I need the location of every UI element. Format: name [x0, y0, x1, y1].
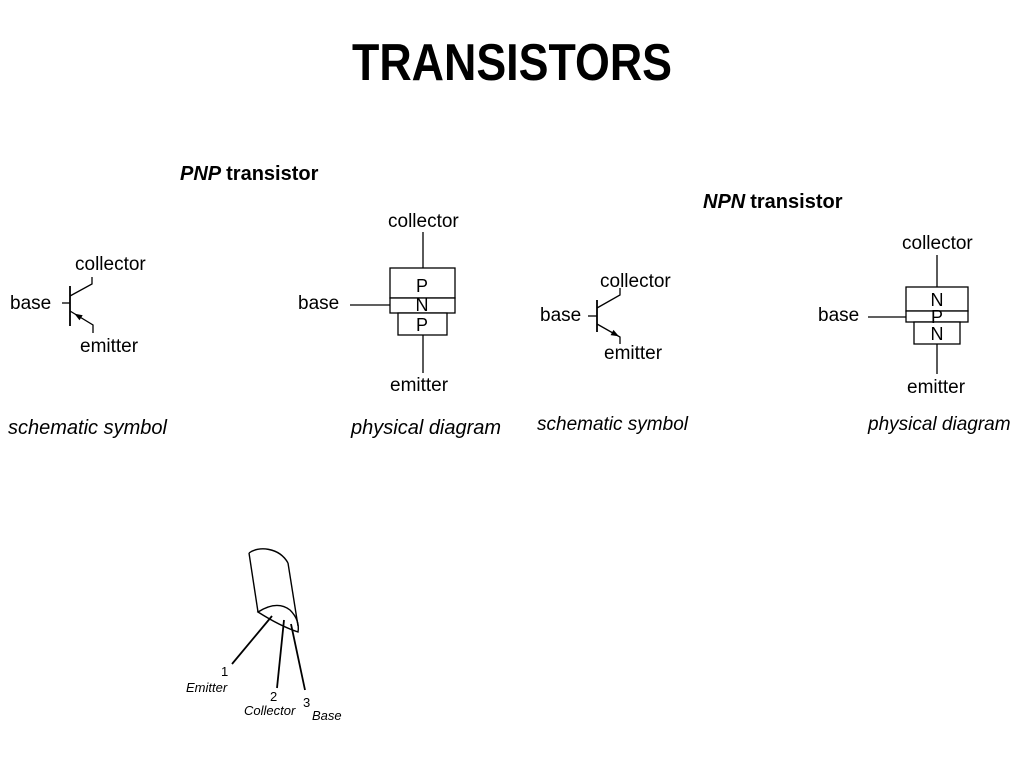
package-lead-1-name: Emitter — [186, 680, 228, 695]
pnp-schematic-collector-label: collector — [75, 254, 146, 275]
npn-schematic-emitter-lead — [596, 323, 621, 344]
package-bottom-face — [256, 604, 300, 633]
npn-heading-type: NPN — [703, 191, 746, 213]
pnp-schematic-caption: schematic symbol — [8, 417, 167, 439]
package-lead-2-name: Collector — [244, 703, 296, 718]
slide-title: TRANSISTORS — [352, 34, 672, 92]
npn-schematic-emitter-label: emitter — [604, 343, 663, 364]
npn-layer-base-label: P — [931, 307, 943, 327]
npn-schematic-symbol: collector base emitter schematic symbol — [537, 271, 689, 435]
npn-schematic-collector-lead — [596, 288, 621, 309]
package-lead-2-number: 2 — [270, 689, 277, 704]
npn-physical-base-label: base — [818, 305, 859, 326]
pnp-layer-base-label: N — [416, 295, 429, 315]
pnp-heading-word: transistor — [226, 163, 318, 185]
package-lead-3-name: Base — [312, 708, 342, 723]
package-body-left-edge — [248, 552, 259, 613]
pnp-physical-emitter-label: emitter — [390, 375, 449, 396]
npn-heading-word: transistor — [750, 191, 842, 213]
package-body-top-edge — [248, 548, 289, 564]
npn-schematic-caption: schematic symbol — [537, 414, 689, 435]
npn-layer-collector — [905, 286, 969, 312]
npn-physical-diagram: collector N P N base emitter physical di… — [818, 233, 1011, 435]
package-body-right-edge — [287, 562, 299, 627]
transistor-package-drawing: 1 Emitter 2 Collector 3 Base — [186, 548, 342, 723]
pnp-schematic-symbol: collector base emitter schematic symbol — [8, 254, 167, 439]
npn-emitter-arrow-icon — [610, 329, 619, 337]
npn-physical-collector-label: collector — [902, 233, 973, 254]
npn-layer-collector-label: N — [931, 290, 944, 310]
pnp-schematic-base-label: base — [10, 293, 51, 314]
pnp-heading-type: PNP — [180, 163, 222, 185]
package-lead-1 — [231, 615, 273, 665]
package-lead-2 — [276, 619, 285, 689]
pnp-physical-diagram: collector P N P base emitter physical di… — [298, 211, 501, 439]
package-lead-1-number: 1 — [221, 664, 228, 679]
pnp-physical-caption: physical diagram — [350, 417, 501, 439]
package-lead-3-number: 3 — [303, 695, 310, 710]
npn-physical-caption: physical diagram — [867, 414, 1011, 435]
npn-physical-emitter-label: emitter — [907, 377, 966, 398]
pnp-schematic-emitter-label: emitter — [80, 336, 139, 357]
npn-schematic-collector-label: collector — [600, 271, 671, 292]
pnp-physical-collector-label: collector — [388, 211, 459, 232]
pnp-layer-emitter-label: P — [416, 315, 428, 335]
pnp-emitter-arrow-icon — [74, 313, 83, 321]
pnp-physical-base-label: base — [298, 293, 339, 314]
package-lead-3 — [290, 623, 306, 691]
pnp-schematic-collector-lead — [69, 277, 93, 297]
npn-schematic-base-label: base — [540, 305, 581, 326]
pnp-layer-collector-label: P — [416, 276, 428, 296]
npn-layer-emitter-label: N — [931, 324, 944, 344]
